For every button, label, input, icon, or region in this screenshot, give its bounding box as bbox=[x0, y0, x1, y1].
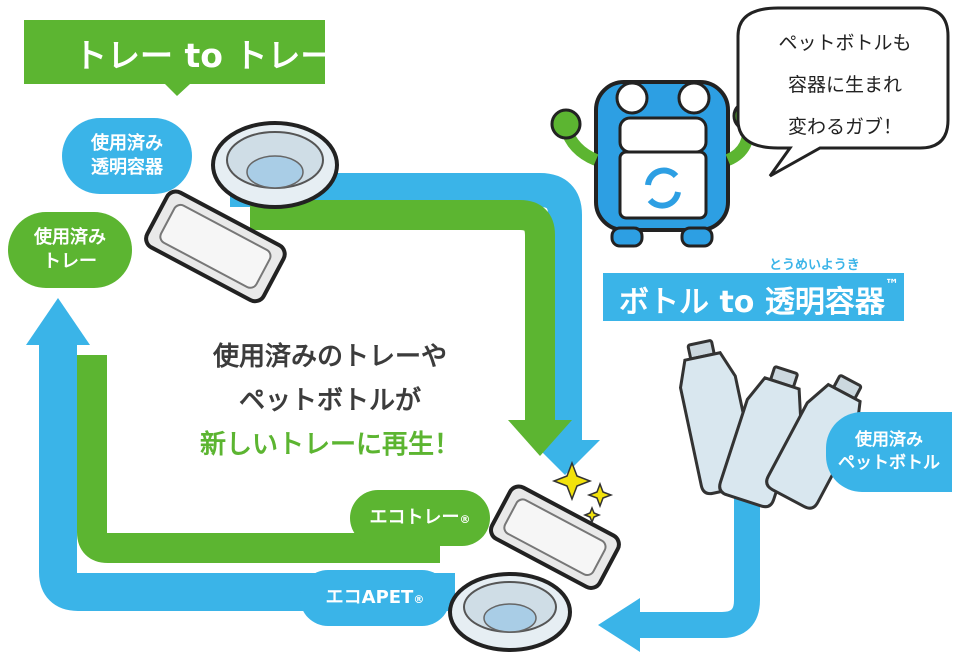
registered-mark: ® bbox=[335, 55, 350, 71]
eco-tray-text: エコトレー bbox=[369, 506, 460, 528]
speech-bubble-text: ペットボトルも 容器に生まれ 変わるガブ！ bbox=[750, 22, 940, 148]
eco-apet-label: エコAPET® bbox=[300, 570, 450, 626]
blue-up-arrowhead bbox=[26, 298, 90, 345]
sparkle-icon bbox=[551, 460, 614, 525]
banner-pointer bbox=[165, 84, 190, 96]
ruby-reading: とうめいようき bbox=[769, 258, 860, 273]
eco-tray-label: エコトレー® bbox=[350, 490, 490, 546]
bowl-container-top bbox=[211, 121, 339, 209]
used-pet-bottle-label: 使用済み ペットボトル bbox=[826, 412, 952, 492]
label-line: 透明容器 bbox=[91, 157, 163, 178]
banner-tray-text: トレー to トレー bbox=[74, 36, 334, 75]
center-message: 使用済みのトレーや ペットボトルが 新しいトレーに再生！ bbox=[150, 335, 510, 467]
blue-down-arrowhead bbox=[530, 440, 600, 475]
bubble-line: 容器に生まれ bbox=[787, 74, 902, 96]
blue-top-arrow bbox=[230, 173, 582, 440]
used-tray-label: 使用済み トレー bbox=[8, 212, 132, 288]
green-down-arrowhead bbox=[508, 420, 572, 456]
green-bottom-arrow bbox=[77, 355, 440, 563]
mascot-character bbox=[550, 80, 764, 248]
blue-loop-arrow bbox=[39, 330, 455, 611]
label-line: ペットボトル bbox=[838, 453, 940, 473]
banner-bottle-text: ボトル to 透明容器 bbox=[619, 285, 885, 320]
registered-mark: ® bbox=[459, 512, 471, 526]
registered-mark: ® bbox=[413, 592, 425, 606]
blue-bottle-arrow bbox=[640, 490, 760, 638]
speech-bubble-shape bbox=[736, 6, 950, 178]
label-line: トレー bbox=[43, 251, 97, 272]
bowl-container-bottom bbox=[448, 572, 572, 652]
used-clear-container-label: 使用済み 透明容器 bbox=[62, 118, 192, 194]
trademark-mark: ™ bbox=[884, 277, 899, 293]
bottle-to-container-title: ボトル to 透明容器™ bbox=[619, 277, 899, 321]
used-tray bbox=[144, 189, 287, 304]
eco-tray bbox=[488, 484, 621, 590]
center-line: ペットボトルが bbox=[238, 386, 421, 416]
tray-to-tray-title: トレー to トレー® bbox=[74, 29, 349, 77]
label-line: 使用済み bbox=[34, 226, 106, 248]
green-loop-arrow bbox=[250, 200, 555, 420]
label-line: 使用済み bbox=[855, 430, 923, 451]
label-line: 使用済み bbox=[91, 132, 163, 154]
bubble-line: 変わるガブ！ bbox=[787, 116, 902, 138]
eco-apet-text: エコAPET bbox=[325, 586, 414, 608]
center-line-highlight: 新しいトレーに再生！ bbox=[199, 430, 460, 460]
pet-bottles bbox=[678, 339, 863, 510]
bubble-line: ペットボトルも bbox=[778, 32, 912, 54]
bottle-to-container-banner: ボトル to 透明容器™ bbox=[603, 273, 904, 321]
center-line: 使用済みのトレーや bbox=[212, 342, 447, 372]
recycle-icon bbox=[645, 167, 681, 209]
tray-to-tray-banner: トレー to トレー® bbox=[24, 20, 349, 84]
blue-left-arrowhead bbox=[598, 598, 640, 652]
